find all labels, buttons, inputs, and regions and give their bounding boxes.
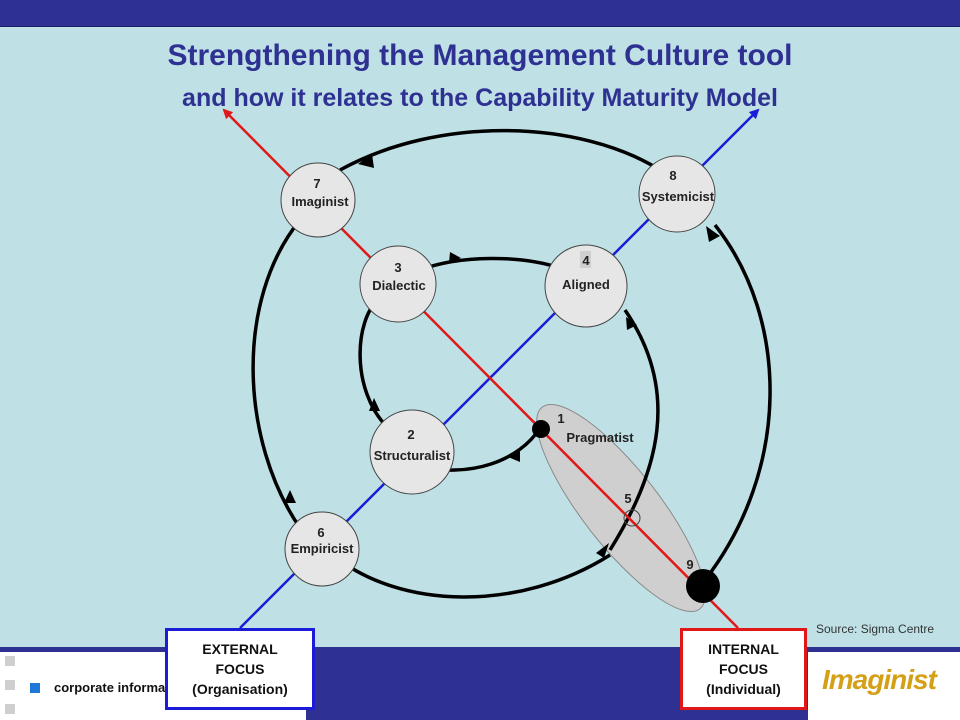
node-3-number: 3 — [394, 260, 401, 275]
node-1-number: 1 — [557, 411, 564, 426]
node-6-label: Empiricist — [291, 541, 355, 556]
page-subtitle: and how it relates to the Capability Mat… — [182, 84, 778, 112]
node-2-number: 2 — [407, 427, 414, 442]
imaginist-logo-text: Imaginist — [822, 664, 937, 695]
internal-focus-line1: INTERNAL — [708, 641, 779, 657]
node-7-label: Imaginist — [291, 194, 349, 209]
external-focus-line2: FOCUS — [215, 661, 265, 677]
node-3-dialectic: 3 Dialectic — [359, 245, 437, 323]
internal-focus-line3: (Individual) — [706, 681, 781, 697]
loop-arrowheads — [284, 154, 720, 558]
node-1-label: Pragmatist — [566, 430, 634, 445]
node-2-label: Structuralist — [374, 448, 451, 463]
internal-focus-line2: FOCUS — [719, 661, 768, 677]
node-8-systemicist: 8 Systemicist — [638, 155, 716, 233]
node-2-structuralist: 2 Structuralist — [369, 409, 455, 495]
bullet-square-icon — [5, 656, 15, 666]
bullet-square-icon — [5, 704, 15, 714]
node-9-number: 9 — [686, 557, 693, 572]
node-9: 9 — [686, 557, 720, 603]
source-note: Source: Sigma Centre — [816, 622, 935, 636]
node-1-pragmatist: 1 Pragmatist — [532, 411, 634, 445]
individual-zone-ellipse — [536, 403, 706, 613]
node-7-imaginist: 7 Imaginist — [280, 162, 356, 238]
node-5: 5 — [623, 491, 641, 527]
node-8-label: Systemicist — [642, 189, 715, 204]
external-focus-line1: EXTERNAL — [202, 641, 278, 657]
external-focus-box: EXTERNAL FOCUS (Organisation) — [165, 628, 315, 710]
node-8-number: 8 — [669, 168, 676, 183]
node-4-number: 4 — [582, 253, 590, 268]
bullet-square-icon — [5, 680, 15, 690]
external-focus-line3: (Organisation) — [192, 681, 288, 697]
node-7-number: 7 — [313, 176, 320, 191]
node-6-empiricist: 6 Empiricist — [284, 511, 360, 587]
node-5-number: 5 — [624, 491, 631, 506]
node-4-aligned: 4 Aligned — [544, 244, 628, 328]
node-4-label: Aligned — [562, 277, 610, 292]
corporate-square-icon — [30, 683, 40, 693]
internal-focus-box: INTERNAL FOCUS (Individual) — [680, 628, 807, 710]
corporate-information-text: corporate information — [54, 680, 166, 695]
outer-loop — [251, 128, 772, 599]
top-banner — [0, 0, 960, 27]
page-title: Strengthening the Management Culture too… — [167, 39, 793, 72]
imaginist-logo — [808, 652, 960, 720]
node-6-number: 6 — [317, 525, 324, 540]
node-3-label: Dialectic — [372, 278, 425, 293]
